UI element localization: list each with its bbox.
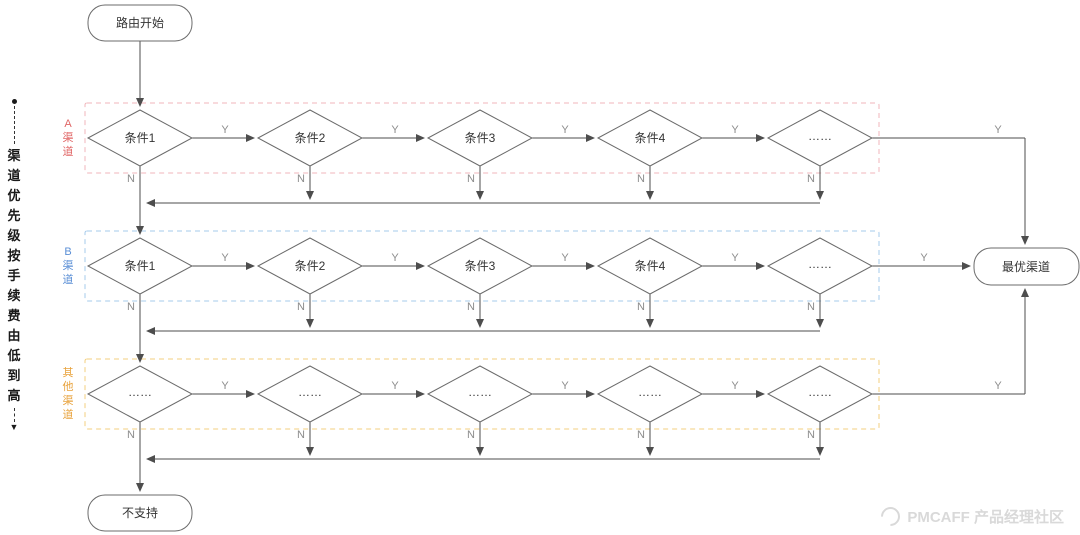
condition-node (256, 237, 364, 295)
yes-labels: Y Y Y Y Y Y Y Y Y Y Y Y Y Y Y (221, 124, 1002, 392)
edge-yes-label: Y (731, 380, 739, 392)
edge-no-label: N (127, 301, 135, 313)
row-c-container (84, 358, 880, 430)
condition-label: …… (638, 385, 662, 399)
best-channel-label: 最优渠道 (1002, 260, 1050, 274)
edge-yes-label: Y (561, 252, 569, 264)
condition-label: …… (128, 385, 152, 399)
condition-label: 条件1 (125, 259, 156, 273)
condition-node (86, 109, 194, 167)
condition-label: …… (808, 257, 832, 271)
best-channel-node: 最优渠道 (973, 247, 1080, 286)
edge-no-label: N (297, 173, 305, 185)
edge-no-label: N (807, 173, 815, 185)
ruler-dashed-line (13, 408, 15, 422)
condition-node (256, 365, 364, 423)
connectors (136, 41, 1029, 492)
edge-no-label: N (637, 301, 645, 313)
edge-yes-label: Y (391, 124, 399, 136)
condition-node (426, 237, 534, 295)
edge-no-label: N (467, 429, 475, 441)
no-labels: N N N N N N N N N N N N N N N (127, 173, 815, 441)
edge-no-label: N (467, 173, 475, 185)
condition-label: 条件2 (295, 259, 326, 273)
edge-no-label: N (807, 429, 815, 441)
edge-yes-label: Y (221, 380, 229, 392)
priority-note-text: 渠道优先级按手续费由低到高 (7, 148, 21, 403)
condition-node (766, 365, 874, 423)
condition-node (596, 365, 704, 423)
row-b-container (84, 230, 880, 302)
row-a-conditions: 条件1 条件2 条件3 条件4 …… (86, 109, 874, 167)
condition-label: …… (808, 129, 832, 143)
condition-label: 条件3 (465, 259, 496, 273)
condition-label: 条件4 (635, 259, 666, 273)
condition-node (596, 109, 704, 167)
edge-no-label: N (127, 429, 135, 441)
watermark-text: PMCAFF 产品经理社区 (907, 509, 1064, 526)
condition-label: …… (298, 385, 322, 399)
condition-node (596, 237, 704, 295)
condition-label: …… (468, 385, 492, 399)
arrow-down-icon: ▼ (9, 422, 19, 432)
edge-yes-label: Y (731, 124, 739, 136)
edge-yes-label: Y (561, 380, 569, 392)
condition-node (766, 109, 874, 167)
pmcaff-logo-icon (877, 503, 905, 530)
watermark: PMCAFF 产品经理社区 (877, 503, 1064, 530)
condition-label: 条件3 (465, 131, 496, 145)
row-c-label: 其他渠道 (62, 367, 74, 421)
edge-yes-label: Y (391, 252, 399, 264)
condition-node (426, 109, 534, 167)
condition-label: 条件4 (635, 131, 666, 145)
condition-node (86, 237, 194, 295)
edge-no-label: N (297, 301, 305, 313)
edge-yes-label: Y (994, 124, 1002, 136)
edge-yes-label: Y (391, 380, 399, 392)
unsupported-node: 不支持 (87, 494, 193, 532)
start-node: 路由开始 (87, 4, 193, 42)
edge-yes-label: Y (994, 380, 1002, 392)
start-node-label: 路由开始 (116, 15, 164, 30)
condition-node (86, 365, 194, 423)
row-b-label: B渠道 (62, 246, 74, 286)
condition-label: 条件1 (125, 131, 156, 145)
edge-no-label: N (637, 429, 645, 441)
condition-node (256, 109, 364, 167)
row-a-label: A渠道 (62, 118, 74, 158)
edge-yes-label: Y (221, 124, 229, 136)
edge-no-label: N (637, 173, 645, 185)
ruler-dashed-line (13, 106, 15, 144)
row-b-conditions: 条件1 条件2 条件3 条件4 …… (86, 237, 874, 295)
unsupported-label: 不支持 (122, 505, 158, 520)
condition-node (426, 365, 534, 423)
edge-yes-label: Y (920, 252, 928, 264)
edge-no-label: N (297, 429, 305, 441)
condition-node (766, 237, 874, 295)
condition-label: …… (808, 385, 832, 399)
edge-no-label: N (807, 301, 815, 313)
condition-label: 条件2 (295, 131, 326, 145)
edge-yes-label: Y (561, 124, 569, 136)
edge-no-label: N (467, 301, 475, 313)
ruler-dot-icon (11, 99, 17, 104)
edge-no-label: N (127, 173, 135, 185)
row-c-conditions: …… …… …… …… …… (86, 365, 874, 423)
priority-ruler: 渠道优先级按手续费由低到高 ▼ (4, 99, 24, 432)
row-a-container (84, 102, 880, 174)
edge-yes-label: Y (731, 252, 739, 264)
edge-yes-label: Y (221, 252, 229, 264)
